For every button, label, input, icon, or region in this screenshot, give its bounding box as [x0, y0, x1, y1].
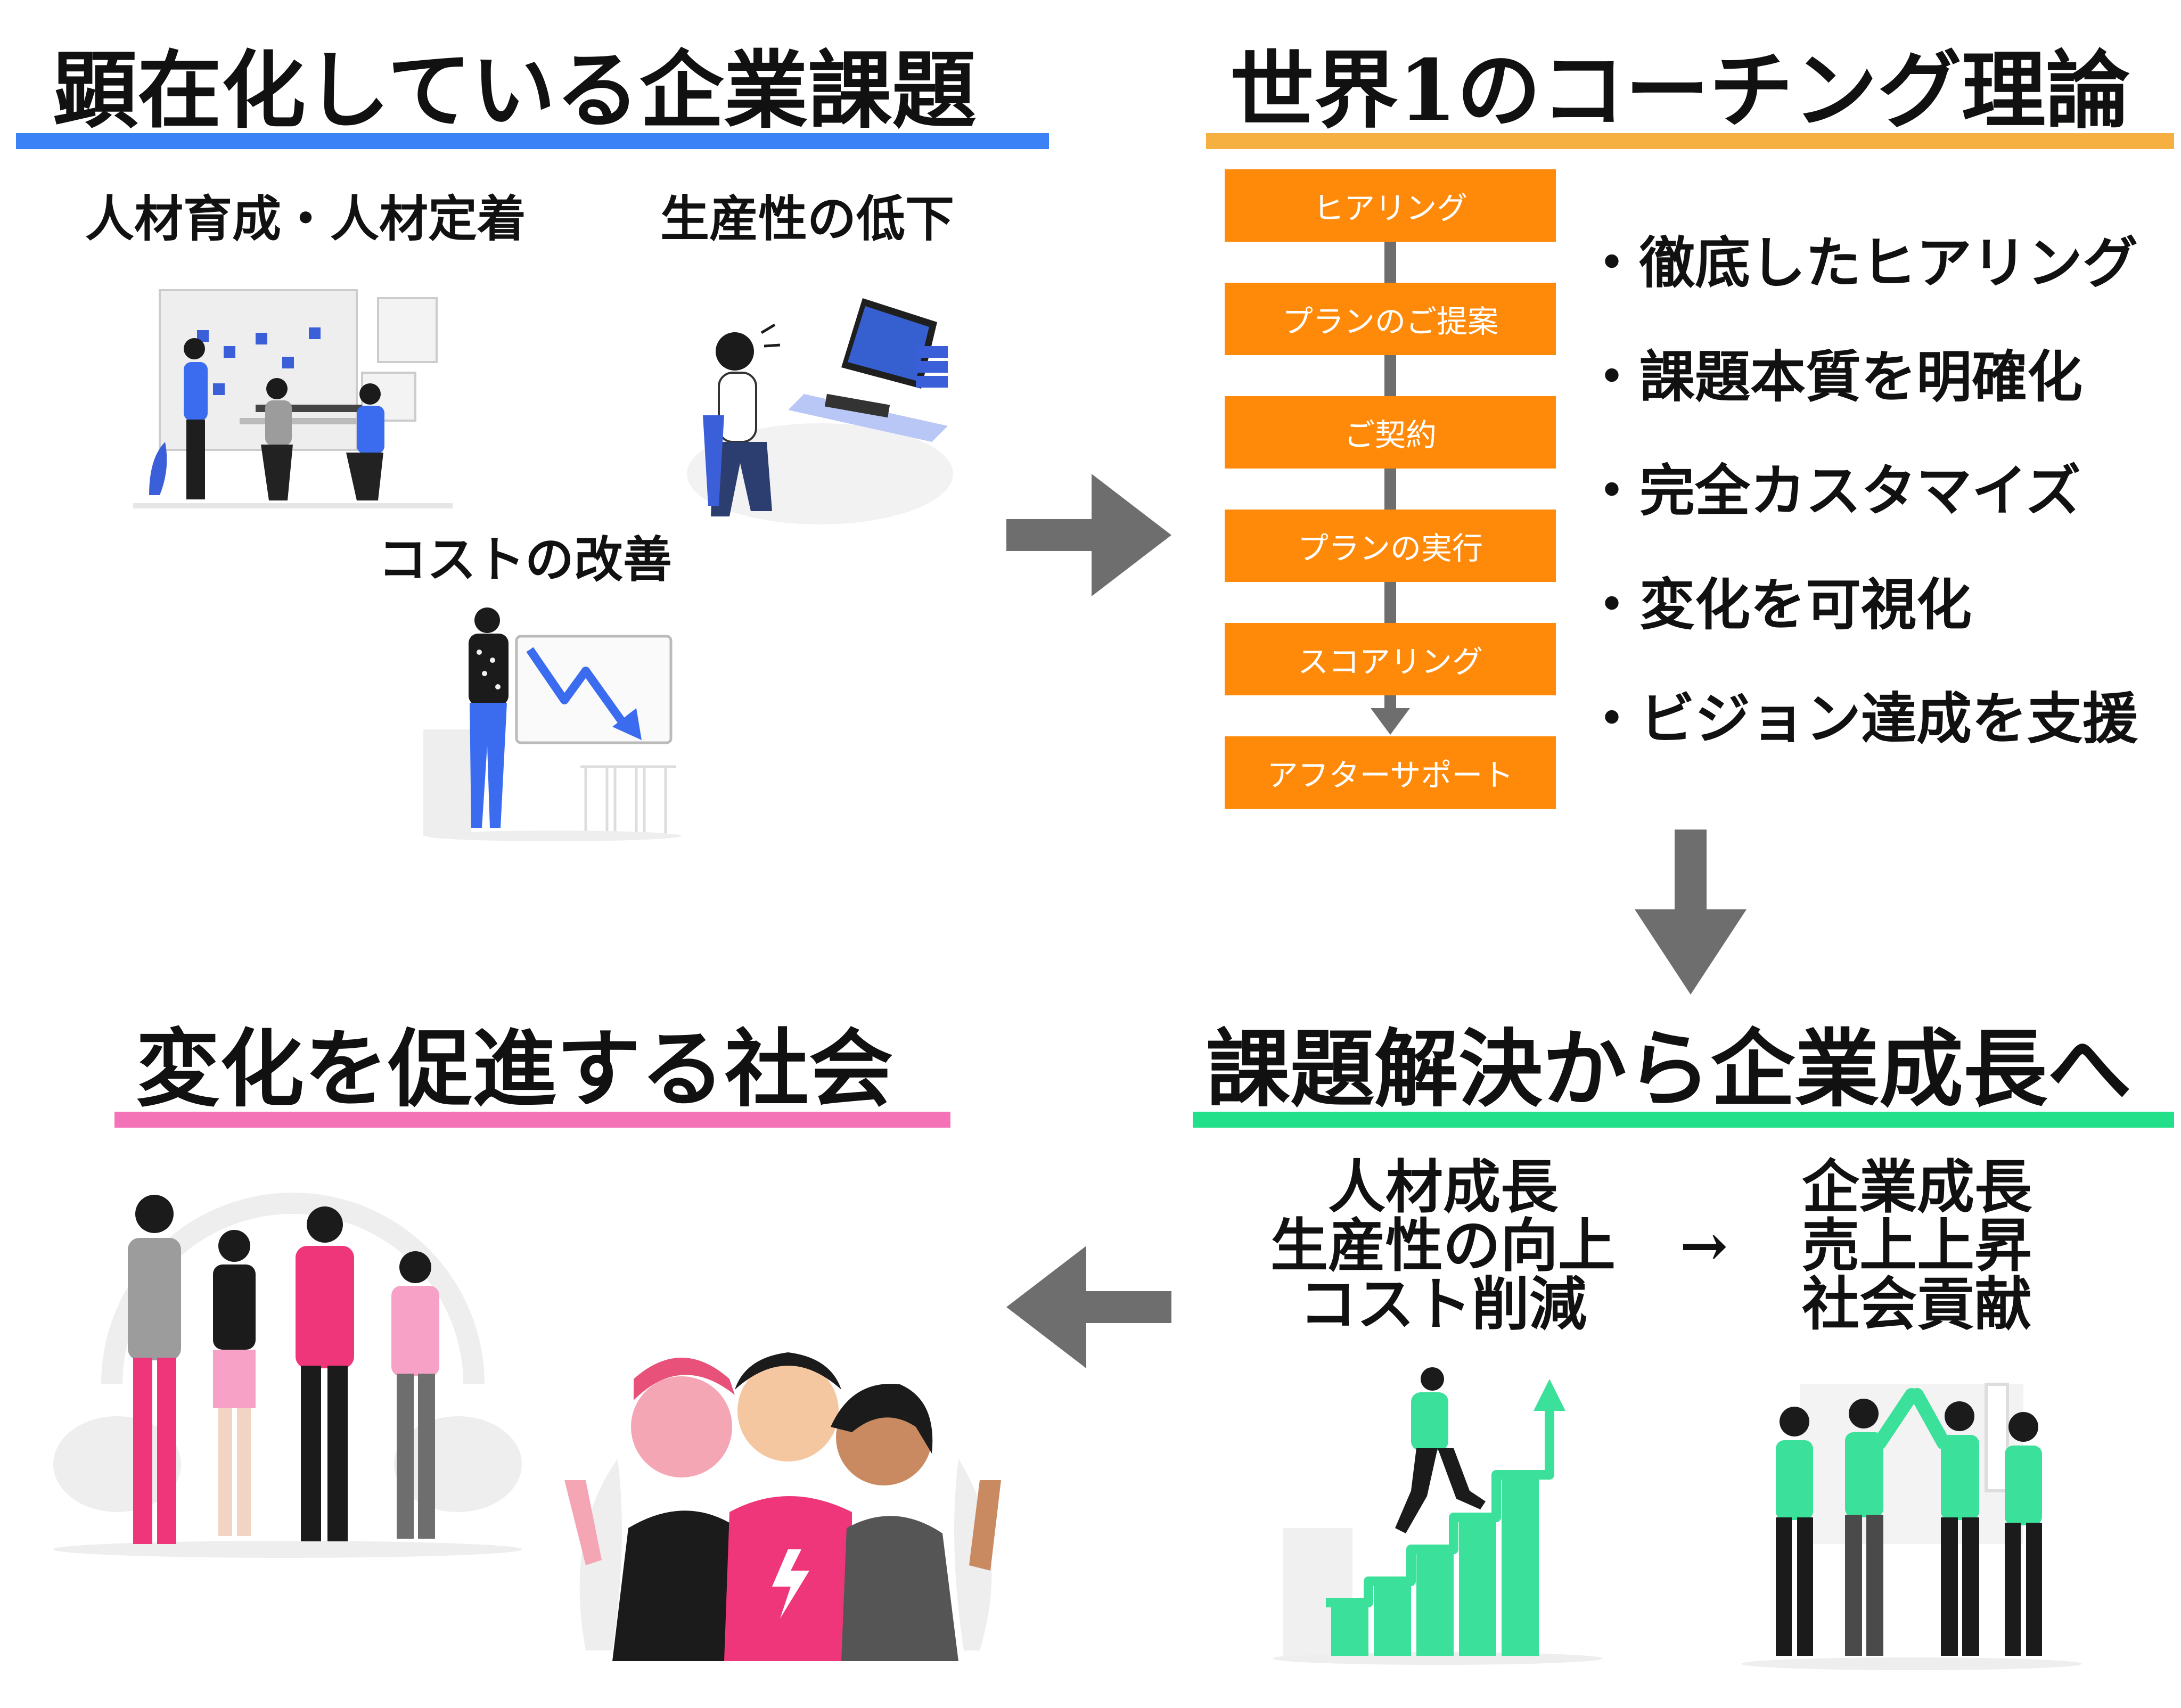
high-five-team-illustration	[1741, 1383, 2082, 1670]
issue-label-cost: コストの改善	[378, 531, 673, 588]
issue-label-hr: 人材育成・人材定着	[85, 190, 527, 248]
growth-right-item-2: 売上上昇	[1801, 1212, 2032, 1279]
arrow-right-icon	[1006, 474, 1171, 596]
friends-group-illustration	[53, 1193, 522, 1558]
arrow-left-icon	[1006, 1246, 1171, 1368]
theory-bullet-3: ・完全カスタマイズ	[1584, 458, 2081, 523]
society-title: 変化を促進する社会	[136, 1020, 893, 1119]
growth-arrow-text: →	[1679, 1212, 1728, 1279]
arrow-down-icon	[1635, 830, 1747, 995]
growth-left-item-3: コスト削減	[1299, 1271, 1587, 1338]
issues-underline	[16, 133, 1049, 149]
theory-bullet-5: ・ビジョン達成を支援	[1584, 686, 2138, 751]
flow-step-hearing: ヒアリング	[1225, 169, 1556, 242]
issues-title: 顕在化している企業課題	[53, 42, 977, 140]
flow-step-proposal: プランのご提案	[1225, 283, 1556, 355]
team-meeting-illustration	[133, 289, 453, 508]
growth-left-item-1: 人材成長	[1327, 1154, 1558, 1221]
growth-right-item-1: 企業成長	[1801, 1154, 2032, 1221]
issue-label-productivity: 生産性の低下	[660, 190, 955, 248]
flow-step-execution: プランの実行	[1225, 510, 1556, 582]
flow-step-contract: ご契約	[1225, 396, 1556, 469]
flow-step-scoring: スコアリング	[1225, 623, 1556, 695]
society-underline	[114, 1112, 950, 1128]
theory-underline	[1206, 133, 2174, 149]
flow-connector-arrowhead	[1371, 708, 1410, 735]
cost-down-chart-illustration	[423, 607, 682, 841]
theory-bullet-1: ・徹底したヒアリング	[1584, 230, 2138, 295]
theory-bullet-2: ・課題本質を明確化	[1584, 344, 2083, 409]
flow-step-after-support: アフターサポート	[1225, 736, 1556, 809]
growth-right-item-3: 社会貢献	[1801, 1271, 2032, 1338]
theory-title: 世界1のコーチング理論	[1230, 42, 2130, 140]
growth-title: 課題解決から企業成長へ	[1206, 1020, 2131, 1119]
growth-underline	[1193, 1112, 2174, 1128]
growth-left-item-2: 生産性の向上	[1270, 1212, 1616, 1279]
stair-climber-illustration	[1273, 1367, 1603, 1665]
hugging-friends-illustration	[564, 1352, 1001, 1661]
theory-bullet-4: ・変化を可視化	[1584, 572, 1972, 637]
flow-connector-line	[1384, 240, 1396, 708]
stressed-worker-illustration	[687, 298, 953, 524]
